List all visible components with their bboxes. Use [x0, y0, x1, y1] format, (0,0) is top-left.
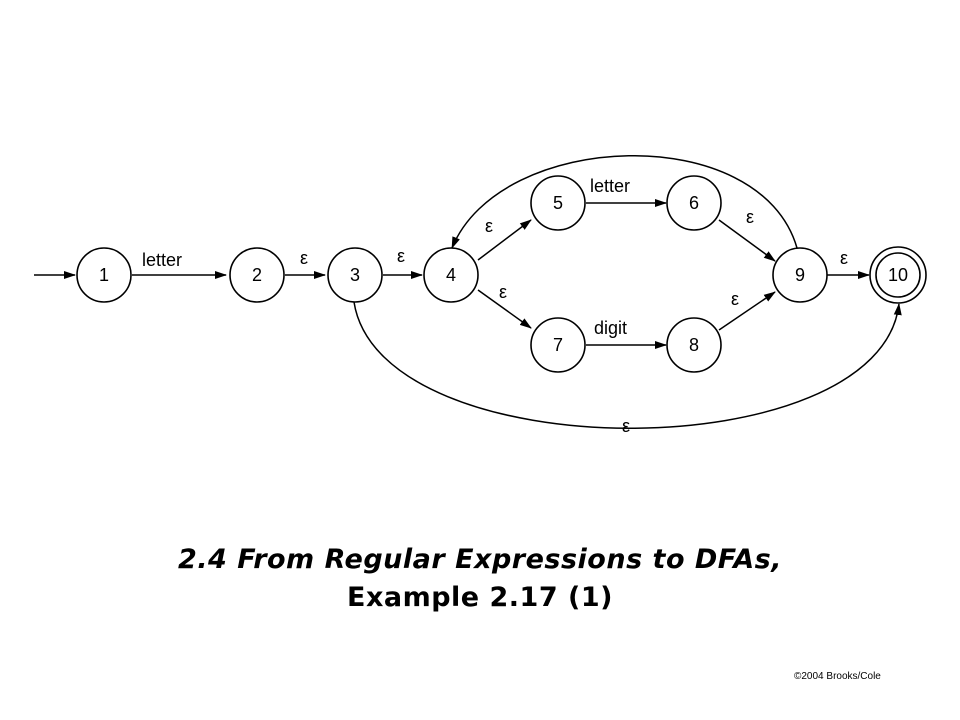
edge-label-9-10: ε [840, 248, 848, 268]
edge-6-9 [718, 219, 776, 262]
state-label-8: 8 [689, 335, 699, 355]
state-6: 6 [666, 175, 722, 231]
edge-label-6-9: ε [746, 207, 754, 227]
state-label-2: 2 [252, 265, 262, 285]
state-label-4: 4 [446, 265, 456, 285]
state-1: 1 [76, 247, 132, 303]
state-8: 8 [666, 317, 722, 373]
state-label-6: 6 [689, 193, 699, 213]
edge-label-5-6: letter [590, 176, 630, 196]
edge-label-3-4: ε [397, 246, 405, 266]
edge-4-5 [477, 219, 532, 261]
state-label-5: 5 [553, 193, 563, 213]
edge-label-8-9: ε [731, 289, 739, 309]
edge-label-4-5: ε [485, 216, 493, 236]
edge-9-4-loop [451, 155, 798, 249]
edge-3-10-bypass [353, 301, 902, 429]
slide-title-line-1: 2.4 From Regular Expressions to DFAs, [177, 544, 782, 575]
state-7: 7 [530, 317, 586, 373]
state-10-accepting: 10 [869, 246, 927, 304]
edge-label-2-3: ε [300, 248, 308, 268]
state-label-9: 9 [795, 265, 805, 285]
state-label-1: 1 [99, 265, 109, 285]
state-9: 9 [772, 247, 828, 303]
state-label-3: 3 [350, 265, 360, 285]
state-5: 5 [530, 175, 586, 231]
state-label-7: 7 [553, 335, 563, 355]
edge-label-3-10: ε [622, 416, 630, 436]
copyright-notice: ©2004 Brooks/Cole [794, 671, 881, 682]
edge-label-4-7: ε [499, 282, 507, 302]
state-2: 2 [229, 247, 285, 303]
edge-4-7 [477, 289, 532, 329]
state-4: 4 [423, 247, 479, 303]
edge-label-7-8: digit [594, 318, 627, 338]
edge-8-9 [718, 291, 776, 331]
edge-label-1-2: letter [142, 250, 182, 270]
state-label-10: 10 [888, 265, 908, 285]
slide-title-line-2: Example 2.17 (1) [347, 582, 613, 613]
state-3: 3 [327, 247, 383, 303]
